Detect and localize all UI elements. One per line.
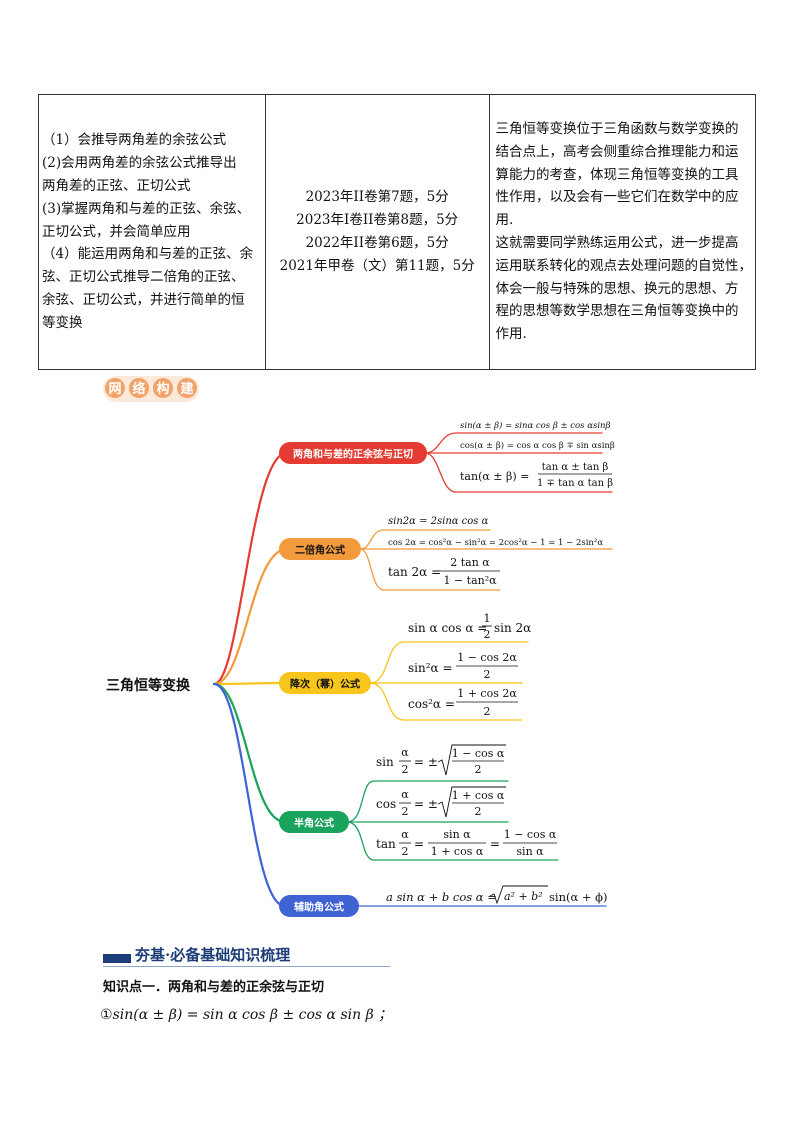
objectives-cell: （1）会推导两角差的余弦公式 (2)会用两角差的余弦公式推导出 两角差的正弦、正… (38, 94, 266, 370)
analysis-line: 用. (495, 212, 514, 229)
formula-reduce-sincos-lhs: sin α cos α = (408, 621, 487, 635)
badge-char: 建 (180, 381, 193, 397)
exam-line: 2023年I卷II卷第8题，5分 (296, 212, 459, 229)
formula-double-cos: cos 2α = cos²α − sin²α = 2cos²α − 1 = 1 … (388, 538, 603, 548)
exam-line: 2023年II卷第7题，5分 (305, 189, 449, 206)
formula-half-tan-f1-den: 1 + cos α (431, 845, 484, 858)
formula-sum-tan-num: tan α ± tan β (542, 462, 609, 473)
branch-label: 辅助角公式 (294, 901, 344, 914)
branch-label: 二倍角公式 (295, 544, 345, 557)
formula-double-tan-den: 1 − tan²α (443, 574, 497, 587)
analysis-cell: 三角恒等变换位于三角函数与数学变换的 结合点上，高考会侧重综合推理能力和运 算能… (488, 94, 756, 370)
formula-half-sin-rad-num: 1 − cos α (452, 747, 505, 760)
exam-line: 2022年II卷第6题，5分 (305, 235, 449, 251)
formula-half-tan-f1-num: sin α (443, 828, 471, 841)
formula-reduce-sincos-rhs: sin 2α (494, 621, 531, 635)
analysis-line: 性作用，以及会有一些它们在数学中的应 (495, 189, 739, 206)
formula-reduce-cos-lhs: cos²α = (408, 697, 455, 711)
objective-line: 余弦、正切公式，并进行简单的恒 (42, 291, 245, 308)
formula-sum-sin: sin(α ± β) = sinα cos β ± cos αsinβ (460, 420, 611, 431)
formula-sum-cos: cos(α ± β) = cos α cos β ∓ sin αsinβ (460, 440, 615, 451)
formula-reduce-sin-lhs: sin²α = (408, 661, 453, 675)
objective-line: 弦、正切公式推导二倍角的正弦、 (42, 269, 245, 286)
exam-history-cell: 2023年II卷第7题，5分 2023年I卷II卷第8题，5分 2022年II卷… (264, 94, 490, 370)
formula-half-tan-f2-den: sin α (516, 845, 544, 858)
formula-reduce-sincos-num: 1 (484, 612, 491, 625)
objective-line: （1）会推导两角差的余弦公式 (42, 132, 227, 149)
formula-reduce-sin-den: 2 (484, 668, 491, 681)
analysis-line: 作用. (495, 326, 527, 343)
formula-aux-lhs: a sin α + b cos α = (386, 890, 497, 904)
section-bar (103, 954, 131, 963)
formula-half-sin-eq: = ± (414, 755, 438, 769)
formula-reduce-sincos-den: 2 (484, 628, 491, 641)
formula-half-cos-eq: = ± (414, 797, 438, 811)
exam-line: 2021年甲卷（文）第11题，5分 (279, 257, 475, 274)
formula-half-sin-fn: sin (376, 755, 394, 769)
analysis-line: 程的思想等数学思想在三角恒等变换中的 (495, 303, 739, 320)
badge-char: 网 (108, 382, 121, 397)
objective-line: (3)掌握两角和与差的正弦、余弦、 (42, 200, 251, 217)
formula-half-tan-eq1: = (414, 837, 424, 851)
section-title: 夯基·必备基础知识梳理 (135, 946, 291, 964)
formula-reduce-cos-den: 2 (484, 705, 491, 718)
formula-sum-tan-den: 1 ∓ tan α tan β (537, 478, 613, 489)
formula-sum-tan-lhs: tan(α ± β) = (460, 470, 529, 483)
objective-line: (2)会用两角差的余弦公式推导出 (42, 155, 237, 172)
formula-aux-rhs: sin(α + ϕ) (549, 890, 608, 904)
formula-half-cos-rad-den: 2 (475, 805, 482, 818)
formula-double-sin: sin2α = 2sinα cos α (388, 516, 489, 527)
formula-half-sin-den: 2 (402, 763, 409, 776)
formula-reduce-sin-num: 1 − cos 2α (457, 651, 517, 664)
formula-double-tan-lhs: tan 2α = (388, 565, 441, 579)
formula-half-sin-rad-den: 2 (475, 763, 482, 776)
objective-line: 正切公式，并会简单应用 (42, 223, 191, 240)
objectives-table: （1）会推导两角差的余弦公式 (2)会用两角差的余弦公式推导出 两角差的正弦、正… (38, 94, 756, 370)
analysis-line: 结合点上，高考会侧重综合推理能力和运 (495, 143, 739, 160)
formula-half-cos-den: 2 (402, 805, 409, 818)
formula-text: sin(α ± β) = sin α cos β ± cos α sin β ； (112, 1007, 393, 1023)
formula-half-cos-fn: cos (376, 797, 396, 811)
badge-char: 构 (156, 381, 169, 397)
branch-label: 降次（幂）公式 (290, 678, 360, 691)
knowledge-point-title: 知识点一．两角和与差的正余弦与正切 (103, 980, 325, 995)
network-badge: 网 络 构 建 (103, 376, 199, 402)
analysis-line: 这就需要同学熟练运用公式，进一步提高 (495, 235, 739, 251)
formula-line-1: ①sin(α ± β) = sin α cos β ± cos α sin β … (100, 1004, 392, 1024)
formula-half-tan-den: 2 (402, 845, 409, 858)
analysis-line: 算能力的考查，体现三角恒等变换的工具 (495, 166, 739, 183)
formula-half-tan-num: α (401, 828, 409, 841)
branch-label: 半角公式 (294, 817, 334, 830)
formula-half-tan-fn: tan (376, 837, 396, 851)
badge-char: 络 (132, 381, 145, 397)
formula-reduce-cos-num: 1 + cos 2α (457, 687, 517, 700)
formula-half-tan-f2-num: 1 − cos α (504, 828, 557, 841)
formula-half-sin-num: α (401, 746, 409, 759)
formula-double-tan-num: 2 tan α (450, 556, 490, 569)
mindmap-root: 三角恒等变换 (106, 677, 191, 694)
formula-half-tan-eq2: = (490, 837, 500, 851)
branch-label: 两角和与差的正余弦与正切 (293, 448, 413, 461)
formula-half-cos-rad-num: 1 + cos α (452, 789, 505, 802)
analysis-line: 体会一般与特殊的思想、换元的思想、方 (495, 280, 739, 297)
objective-line: （4）能运用两角和与差的正弦、余 (42, 246, 254, 263)
objective-line: 两角差的正弦、正切公式 (42, 178, 191, 194)
formula-aux-radicand: a² + b² (504, 890, 543, 903)
formula-number: ① (100, 1007, 113, 1023)
section-header: 夯基·必备基础知识梳理 (103, 944, 390, 967)
objective-line: 等变换 (42, 314, 83, 331)
analysis-line: 运用联系转化的观点去处理问题的自觉性， (495, 257, 753, 274)
analysis-line: 三角恒等变换位于三角函数与数学变换的 (495, 121, 739, 138)
formula-half-cos-num: α (401, 788, 409, 801)
